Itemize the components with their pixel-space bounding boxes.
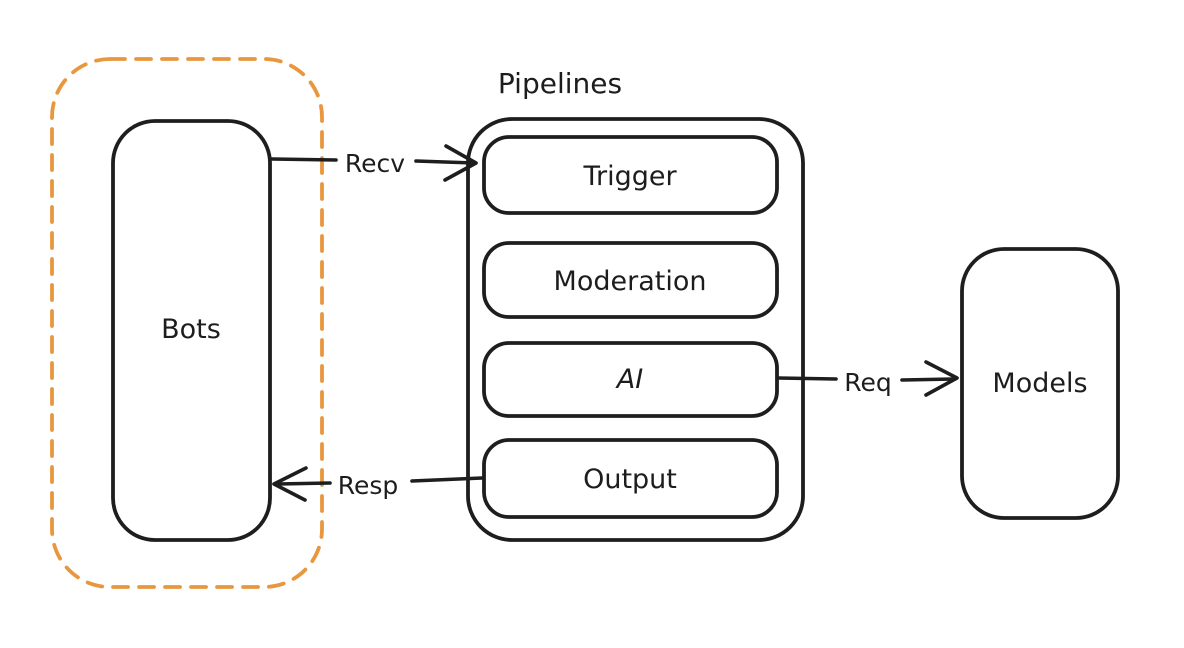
pipelines-node: Pipelines Trigger Moderation AI Output bbox=[466, 67, 805, 542]
req-line-right bbox=[900, 377, 956, 382]
ai-box bbox=[482, 341, 779, 418]
models-box bbox=[960, 247, 1120, 520]
req-line-left bbox=[776, 376, 838, 381]
output-box bbox=[482, 438, 779, 519]
resp-line-right bbox=[410, 476, 484, 483]
models-label: Models bbox=[992, 368, 1087, 399]
pipeline-stage-output: Output bbox=[482, 438, 779, 519]
pipeline-stage-trigger: Trigger bbox=[482, 135, 779, 215]
pipeline-stage-ai: AI bbox=[482, 341, 779, 418]
trigger-label: Trigger bbox=[582, 161, 677, 192]
recv-arrowhead-right-icon bbox=[443, 144, 478, 182]
moderation-label: Moderation bbox=[554, 266, 707, 297]
recv-line-left bbox=[270, 157, 338, 162]
bots-node: Bots bbox=[111, 119, 272, 542]
recv-label: Recv bbox=[345, 149, 405, 178]
output-label: Output bbox=[583, 464, 677, 495]
resp-arrowhead-left-icon bbox=[272, 466, 308, 502]
req-label: Req bbox=[844, 368, 892, 397]
ai-label: AI bbox=[615, 364, 643, 395]
resp-line-left bbox=[276, 481, 332, 486]
pipelines-title: Pipelines bbox=[498, 67, 622, 100]
resp-label: Resp bbox=[338, 471, 399, 500]
moderation-box bbox=[482, 241, 779, 319]
bots-group-outline bbox=[50, 57, 324, 589]
bots-box bbox=[111, 119, 272, 542]
req-arrowhead-right-icon bbox=[924, 360, 959, 397]
edge-resp: Resp bbox=[272, 466, 484, 502]
trigger-box bbox=[482, 135, 779, 215]
models-node: Models bbox=[960, 247, 1120, 520]
edge-req: Req bbox=[776, 360, 959, 397]
bots-label: Bots bbox=[161, 314, 221, 345]
recv-line-right bbox=[414, 159, 476, 165]
pipeline-stage-moderation: Moderation bbox=[482, 241, 779, 319]
pipelines-container-box bbox=[466, 117, 805, 542]
edge-recv: Recv bbox=[270, 144, 478, 182]
